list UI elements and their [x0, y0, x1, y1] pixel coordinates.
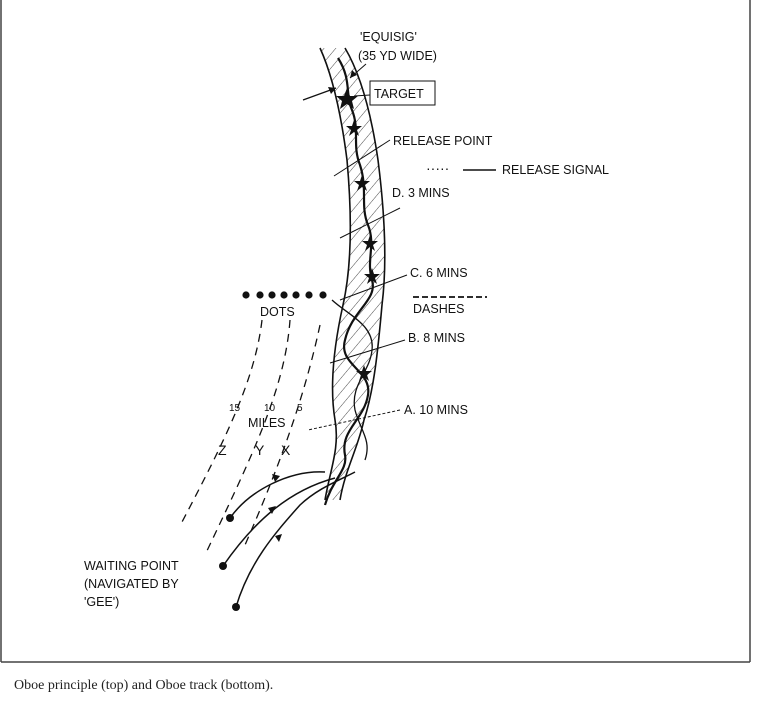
mile-10-label: 10: [264, 403, 276, 414]
y-label: Y: [255, 442, 265, 458]
range-arc-x: [244, 324, 321, 546]
approach-arrow-icon: [268, 506, 276, 514]
range-arc-y: [204, 319, 291, 556]
d-pointer: [339, 207, 401, 239]
target-pointer: [353, 94, 371, 97]
target-box: [369, 80, 436, 106]
dots-signal-icon: [242, 291, 327, 299]
track-marker-icon: [346, 120, 362, 136]
mile-5-label: 5: [297, 403, 303, 414]
waiting-point-y-icon: [219, 562, 227, 570]
figure-caption: Oboe principle (top) and Oboe track (bot…: [14, 678, 273, 693]
equisig-beam: [319, 47, 386, 501]
equisig-label: 'EQUISIG': [360, 30, 417, 44]
track-marker-icon: [356, 365, 372, 381]
a-label: A. 10 MINS: [404, 403, 468, 417]
waiting-point-x-icon: [232, 603, 240, 611]
equisig-width-label: (35 YD WIDE): [358, 49, 437, 63]
d-label: D. 3 MINS: [392, 186, 450, 200]
release-point-pointer: [333, 139, 391, 177]
release-signal-dots: ·····: [426, 160, 449, 176]
approach-arrow-icon: [272, 474, 280, 482]
entry-arrowhead-icon: [328, 87, 336, 94]
track-markers: [336, 88, 380, 381]
c-pointer: [339, 274, 408, 301]
c-label: C. 6 MINS: [410, 266, 468, 280]
approach-arrowheads: [268, 474, 282, 542]
equisig-arrowhead-icon: [350, 70, 357, 78]
mile-15-label: 15: [229, 403, 241, 414]
release-signal-label: RELEASE SIGNAL: [502, 163, 609, 177]
miles-label: MILES: [248, 416, 286, 430]
range-arc-z: [181, 319, 263, 523]
approach-track-3: [235, 471, 356, 608]
release-point-label: RELEASE POINT: [393, 134, 493, 148]
b-label: B. 8 MINS: [408, 331, 465, 345]
waiting-point-label-2: (NAVIGATED BY: [84, 577, 179, 591]
track-marker-icon: [354, 175, 370, 191]
a-pointer: [307, 409, 401, 431]
approach-track-1: [229, 471, 326, 519]
x-label: X: [281, 442, 291, 458]
track-marker-icon: [364, 268, 380, 284]
track-marker-icon: [362, 235, 378, 251]
waiting-point-label-1: WAITING POINT: [84, 559, 179, 573]
b-pointer: [329, 339, 406, 364]
z-label: Z: [218, 442, 227, 458]
waiting-point-label-3: 'GEE'): [84, 595, 119, 609]
dots-label: DOTS: [260, 305, 295, 319]
target-label: TARGET: [374, 87, 424, 101]
dashes-label: DASHES: [413, 302, 464, 316]
waiting-point-z-icon: [226, 514, 234, 522]
approach-arrow-icon: [275, 534, 282, 542]
target-marker-icon: [336, 88, 358, 109]
